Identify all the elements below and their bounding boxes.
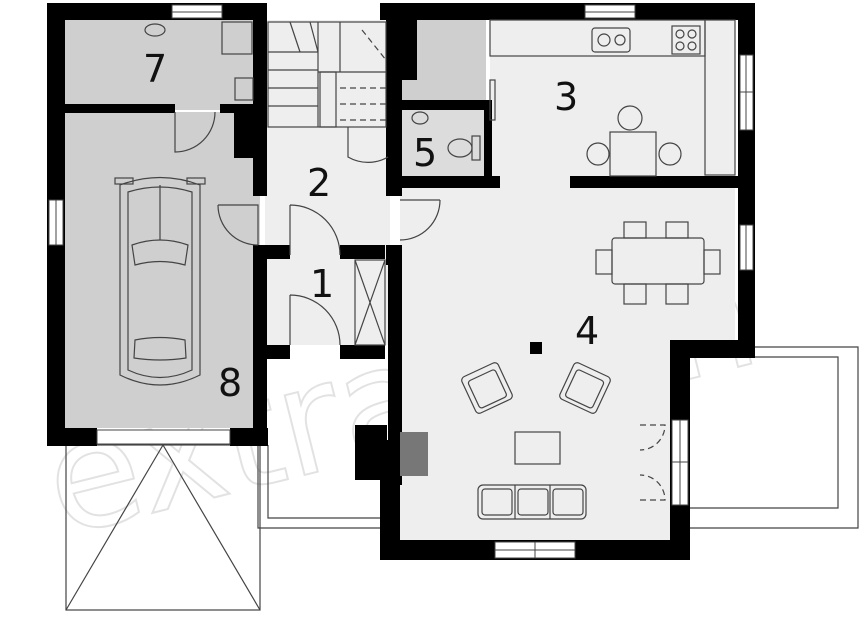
room-label-1: 1 (310, 262, 334, 306)
floor-living-lower (400, 340, 670, 540)
kitchen-fixtures (489, 19, 736, 177)
room-label-7: 7 (143, 47, 167, 91)
floor-hall (265, 20, 390, 345)
room-label-3: 3 (554, 75, 578, 119)
carport-outline (65, 443, 261, 611)
stairs (267, 21, 387, 128)
wardrobe (354, 259, 386, 346)
floor-garage (65, 112, 260, 428)
living-furniture (461, 342, 611, 520)
garage-door (96, 429, 231, 445)
floor-room-7 (65, 20, 260, 110)
doors (174, 111, 666, 501)
windows (48, 4, 754, 559)
floor-kitchen (490, 20, 735, 180)
room-label-2: 2 (307, 161, 331, 205)
floor-fills (65, 20, 735, 540)
dining-table (595, 221, 721, 305)
room5-fixtures (411, 111, 481, 161)
room-label-4: 4 (575, 309, 599, 353)
floor-living (400, 180, 735, 345)
car-outline (114, 176, 206, 386)
room-label-8: 8 (218, 361, 242, 405)
terrace-outlines (257, 346, 859, 529)
room7-fixtures (144, 21, 254, 101)
room-label-5: 5 (413, 131, 437, 175)
walls (47, 3, 755, 560)
chimney (400, 432, 428, 476)
